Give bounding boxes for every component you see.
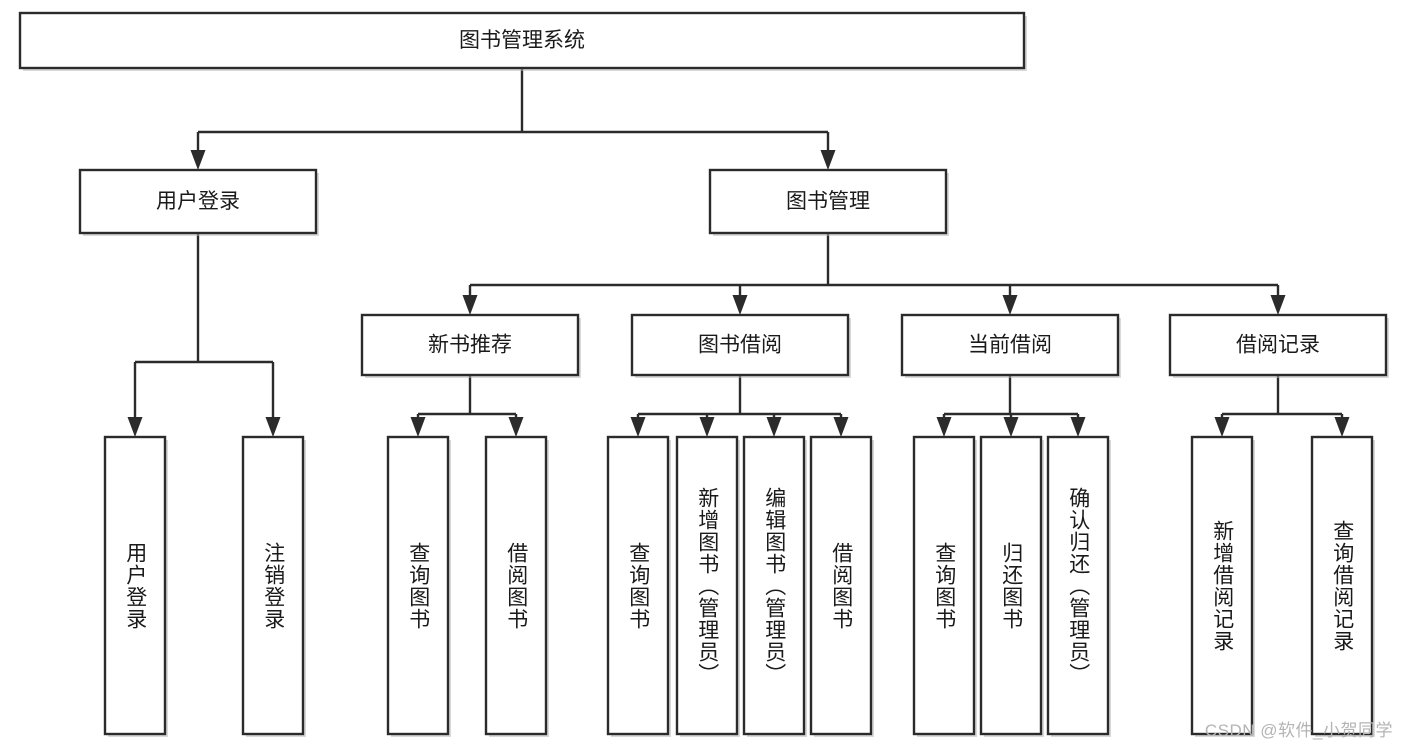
edge-arrowhead (508, 417, 524, 437)
node-leaf-add-record[interactable] (1190, 435, 1255, 737)
edge-group-root (190, 68, 836, 170)
node-leaf-user-login[interactable] (103, 435, 168, 737)
edge-group-book-manage (462, 233, 1286, 315)
edge-arrowhead (1002, 295, 1018, 315)
node-borrow-record[interactable]: 借阅记录 (1168, 313, 1389, 378)
watermark: CSDN @软件_小贺同学 (1204, 721, 1393, 740)
edge-arrowhead (1070, 417, 1086, 437)
edge-arrowhead (732, 295, 748, 315)
edge-arrowhead (1270, 295, 1286, 315)
edge-group-new-book-rec (410, 375, 524, 437)
node-leaf-add-book[interactable] (675, 435, 740, 737)
edge-arrowhead (630, 417, 646, 437)
edge-arrowhead (190, 150, 206, 170)
node-label: 图书管理系统 (459, 29, 585, 52)
node-leaf-borrow-book-rec[interactable] (484, 435, 549, 737)
edge-group-book-borrow (630, 375, 849, 437)
node-label: 借阅记录 (1236, 334, 1320, 357)
node-label: 图书借阅 (698, 334, 782, 357)
edge-group-borrow-record (1214, 375, 1350, 437)
node-new-book-rec[interactable]: 新书推荐 (360, 313, 581, 378)
node-leaf-query-book-rec[interactable] (386, 435, 451, 737)
edge-arrowhead (936, 417, 952, 437)
edge-group-current-borrow (936, 375, 1086, 437)
node-label: 用户登录 (156, 190, 240, 213)
node-book-manage[interactable]: 图书管理 (708, 168, 949, 236)
edge-arrowhead (410, 417, 426, 437)
edge-arrowhead (462, 295, 478, 315)
edge-arrowhead (1334, 417, 1350, 437)
edge-group-user-login (127, 233, 281, 437)
node-leaf-return-book[interactable] (979, 435, 1044, 737)
node-current-borrow[interactable]: 当前借阅 (900, 313, 1121, 378)
edge-arrowhead (1214, 417, 1230, 437)
node-leaf-borrow-book[interactable] (809, 435, 874, 737)
node-book-borrow[interactable]: 图书借阅 (630, 313, 851, 378)
edge-arrowhead (820, 150, 836, 170)
node-root[interactable]: 图书管理系统 (18, 11, 1027, 71)
node-label: 当前借阅 (968, 334, 1052, 357)
node-label: 新书推荐 (428, 334, 512, 357)
edge-arrowhead (127, 417, 143, 437)
node-leaf-query-book-borrow[interactable] (606, 435, 671, 737)
edges-layer (127, 68, 1350, 437)
edge-arrowhead (265, 417, 281, 437)
edge-arrowhead (766, 417, 782, 437)
node-label: 图书管理 (786, 190, 870, 213)
node-leaf-query-book-cur[interactable] (912, 435, 977, 737)
node-leaf-logout[interactable] (241, 435, 306, 737)
node-leaf-query-record[interactable] (1310, 435, 1375, 737)
node-user-login[interactable]: 用户登录 (78, 168, 319, 236)
node-leaf-confirm-return[interactable] (1046, 435, 1111, 737)
edge-arrowhead (833, 417, 849, 437)
node-leaf-edit-book[interactable] (742, 435, 807, 737)
edge-arrowhead (1003, 417, 1019, 437)
edge-arrowhead (699, 417, 715, 437)
